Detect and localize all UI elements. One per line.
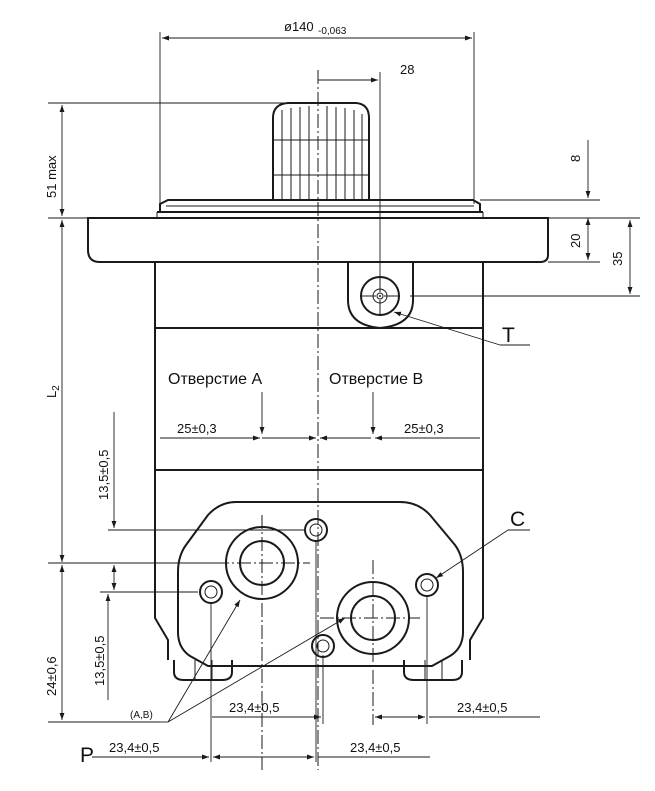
c-label: C <box>510 508 525 531</box>
h-23-4-mid-left-label: 23,4±0,5 <box>229 700 280 715</box>
h-23-4-bot-right-label: 23,4±0,5 <box>350 740 401 755</box>
port-plate <box>177 501 464 667</box>
port-spacing-a-label: 25±0,3 <box>177 421 217 436</box>
dim-left-verticals: 13,5±0,5 13,5±0,5 24±0,6 <box>44 412 305 723</box>
port-spacing-b-label: 25±0,3 <box>404 421 444 436</box>
shaft-offset-label: 28 <box>400 62 414 77</box>
dim-8-label: 8 <box>568 155 583 162</box>
mounting-feet <box>173 660 463 681</box>
leader-ab: (A,B) <box>130 599 346 723</box>
l2-label: L2 <box>44 385 62 398</box>
center-lines <box>215 70 420 770</box>
v-13-5-top-label: 13,5±0,5 <box>96 449 111 500</box>
dim-height-max: 51 max <box>44 102 290 219</box>
h-23-4-mid-right-label: 23,4±0,5 <box>457 700 508 715</box>
motor-body <box>154 262 484 660</box>
port-b-label: Отверстие B <box>329 371 423 388</box>
v-13-5-bottom-label: 13,5±0,5 <box>92 635 107 686</box>
h-23-4-bot-left-label: 23,4±0,5 <box>109 740 160 755</box>
dim-horizontal-mid: 23,4±0,5 23,4±0,5 <box>212 596 540 724</box>
dim-20-label: 20 <box>568 234 583 248</box>
diameter-label: ø140 <box>284 19 314 34</box>
dim-35-label: 35 <box>610 252 625 266</box>
v-24-label: 24±0,6 <box>44 656 59 696</box>
dim-horizontal-bottom: 23,4±0,5 23,4±0,5 <box>92 541 430 762</box>
height-max-label: 51 max <box>44 155 59 198</box>
leader-c: C <box>435 508 530 579</box>
dim-shaft-offset: 28 <box>318 62 414 288</box>
dim-l2: L2 <box>44 220 65 562</box>
leader-t: T <box>393 311 530 347</box>
p-label: P <box>80 744 94 767</box>
mounting-flange <box>87 212 549 263</box>
dim-diameter: ø140 -0,063 <box>159 19 475 204</box>
t-label: T <box>502 324 515 347</box>
splined-shaft <box>272 102 370 200</box>
dim-right-stack: 8 20 35 <box>410 140 640 297</box>
pilot-ring <box>157 199 483 213</box>
dim-port-spacing: 25±0,3 25±0,3 <box>160 421 480 441</box>
diameter-tolerance: -0,063 <box>318 26 347 37</box>
port-a-label: Отверстие A <box>168 371 263 388</box>
ab-label: (A,B) <box>130 710 153 721</box>
